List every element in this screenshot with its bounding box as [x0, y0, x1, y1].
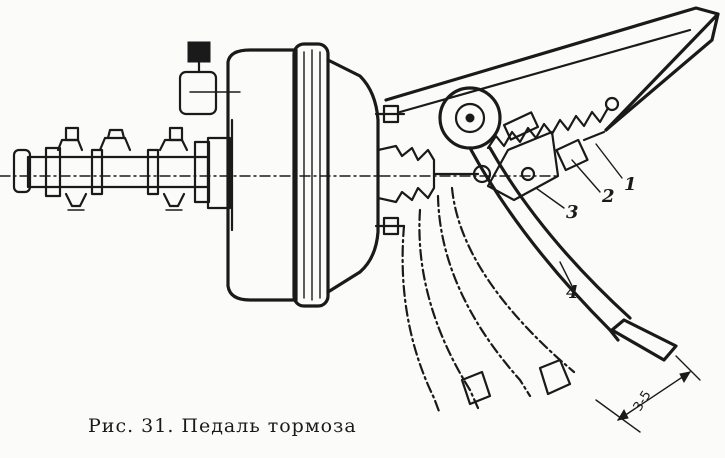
pedal-lever — [401, 146, 678, 416]
master-cylinder — [12, 126, 232, 211]
figure-caption: Рис. 31. Педаль тормоза — [88, 415, 357, 437]
callout-4: 4 — [566, 282, 579, 303]
callout-1: 1 — [624, 174, 637, 195]
pedal-bracket — [384, 6, 720, 202]
dimension-label: 3-5 — [631, 388, 655, 414]
vacuum-booster — [178, 41, 492, 308]
callout-3: 3 — [566, 202, 579, 223]
free-play-dimension — [595, 355, 701, 433]
callout-2: 2 — [601, 186, 615, 207]
